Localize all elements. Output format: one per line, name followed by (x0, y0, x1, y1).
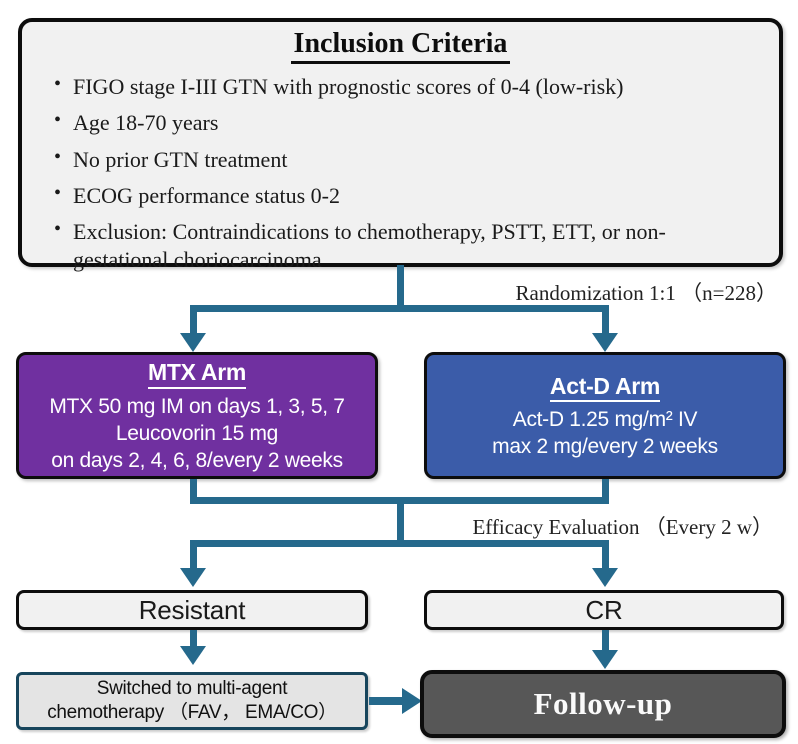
efficacy-connector-left-stem (190, 540, 197, 570)
down-arrowhead-icon (180, 646, 206, 665)
down-arrowhead-icon (592, 568, 618, 587)
cr-down-stem (602, 630, 609, 652)
randomization-label: Randomization 1:1 （n=228） (515, 281, 778, 305)
mtx-arm-leucovorin-line: Leucovorin 15 mg (115, 421, 279, 445)
randomization-connector-left-stem (190, 305, 197, 335)
resistant-label: Resistant (138, 594, 246, 625)
switched-line-1: Switched to multi-agent (96, 678, 288, 699)
resistant-box: Resistant (16, 590, 368, 630)
switched-line-2: chemotherapy （FAV， EMA/CO） (47, 702, 337, 723)
mtx-arm-dose-line: MTX 50 mg IM on days 1, 3, 5, 7 (49, 394, 345, 418)
right-arrowhead-icon (402, 688, 422, 714)
mtx-arm-schedule-line: on days 2, 4, 6, 8/every 2 weeks (51, 448, 343, 472)
down-arrowhead-icon (592, 650, 618, 669)
switched-to-followup-stem (369, 697, 404, 705)
inclusion-title: Inclusion Criteria (290, 28, 511, 65)
inclusion-bullet-ecog: ECOG performance status 0-2 (52, 181, 759, 209)
switched-chemotherapy-box: Switched to multi-agent chemotherapy （FA… (16, 672, 368, 730)
efficacy-connector-split-bar (190, 540, 609, 547)
actd-arm-dose-line: Act-D 1.25 mg/m² IV (512, 408, 698, 432)
randomization-connector-stem (397, 265, 404, 312)
inclusion-bullet-age: Age 18-70 years (52, 108, 759, 136)
mtx-arm-box: MTX Arm MTX 50 mg IM on days 1, 3, 5, 7 … (16, 352, 378, 479)
inclusion-bullet-list: FIGO stage I-III GTN with prognostic sco… (52, 72, 759, 273)
inclusion-criteria-box: Inclusion Criteria FIGO stage I-III GTN … (18, 18, 783, 272)
mtx-arm-title: MTX Arm (148, 359, 246, 389)
efficacy-connector-center-stem (397, 497, 404, 547)
followup-label: Follow-up (533, 686, 673, 721)
cr-label: CR (585, 594, 623, 625)
actd-arm-title: Act-D Arm (549, 373, 660, 403)
down-arrowhead-icon (180, 333, 206, 352)
efficacy-connector-right-stem (602, 540, 609, 570)
inclusion-bullet-figo: FIGO stage I-III GTN with prognostic sco… (52, 72, 759, 100)
inclusion-bullet-exclusion: Exclusion: Contraindications to chemothe… (52, 217, 674, 273)
down-arrowhead-icon (180, 568, 206, 587)
actd-arm-box: Act-D Arm Act-D 1.25 mg/m² IV max 2 mg/e… (424, 352, 786, 479)
resistant-down-stem (190, 630, 197, 648)
cr-box: CR (424, 590, 784, 630)
efficacy-evaluation-label: Efficacy Evaluation （Every 2 w） (472, 515, 773, 539)
efficacy-connector-right-upstub (602, 479, 609, 504)
followup-box: Follow-up (420, 670, 786, 738)
inclusion-bullet-no-prior-treatment: No prior GTN treatment (52, 145, 759, 173)
inclusion-title-row: Inclusion Criteria (22, 28, 779, 65)
randomization-connector-right-stem (602, 305, 609, 335)
efficacy-connector-left-upstub (190, 479, 197, 504)
randomization-connector-crossbar (190, 305, 609, 312)
actd-arm-schedule-line: max 2 mg/every 2 weeks (492, 435, 718, 459)
down-arrowhead-icon (592, 333, 618, 352)
